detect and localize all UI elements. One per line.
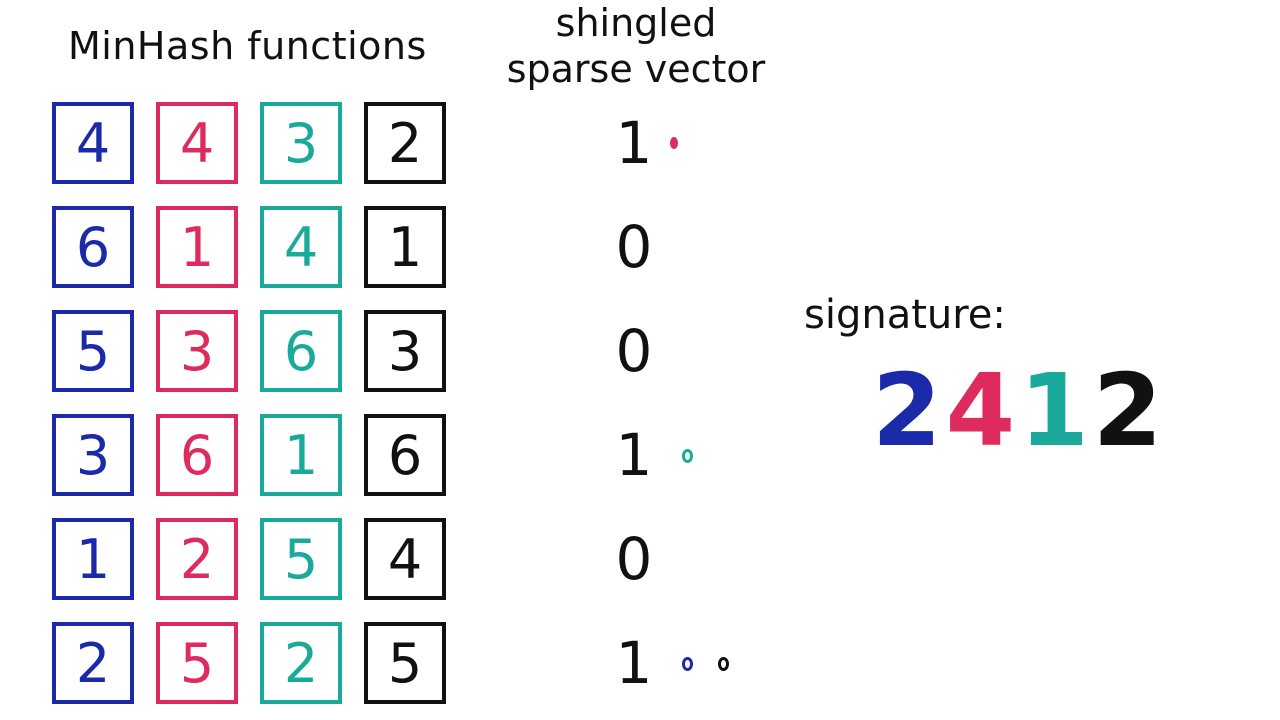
signature: 2 4 1 2 [872, 352, 1166, 469]
hash-cell-red: 2 [156, 518, 238, 600]
hash-cell-teal: 5 [260, 518, 342, 600]
signature-digit-2: 4 [945, 352, 1020, 469]
hash-cell-teal: 6 [260, 310, 342, 392]
hash-cell-red: 3 [156, 310, 238, 392]
hash-cell-red: 4 [156, 102, 238, 184]
hash-cell-teal: 3 [260, 102, 342, 184]
hash-cell-teal: 4 [260, 206, 342, 288]
minhash-functions-title: MinHash functions [68, 24, 427, 68]
hash-cell-black: 4 [364, 518, 446, 600]
hash-cell-teal: 1 [260, 414, 342, 496]
hash-cell-black: 1 [364, 206, 446, 288]
vector-entry: 1 [615, 421, 653, 489]
blue-marker-dot [682, 657, 693, 671]
signature-digit-4: 2 [1092, 352, 1167, 469]
red-marker-dot [670, 137, 678, 149]
hash-cell-blue: 3 [52, 414, 134, 496]
sparse-vector-title-line-1: shingled [555, 1, 717, 45]
vector-entry: 0 [615, 317, 653, 385]
signature-digit-1: 2 [872, 352, 946, 469]
vector-entry: 1 [615, 629, 653, 697]
signature-digit-3: 1 [1019, 352, 1093, 469]
hash-cell-black: 2 [364, 102, 446, 184]
hash-cell-blue: 4 [52, 102, 134, 184]
hash-cell-red: 6 [156, 414, 238, 496]
hash-cell-red: 5 [156, 622, 238, 704]
vector-entry: 0 [615, 525, 653, 593]
hash-cell-blue: 2 [52, 622, 134, 704]
hash-cell-blue: 6 [52, 206, 134, 288]
black-marker-dot [718, 657, 729, 671]
sparse-vector-title: shingled sparse vector [506, 0, 766, 92]
sparse-vector-title-line-2: sparse vector [506, 47, 766, 91]
hash-cell-black: 6 [364, 414, 446, 496]
hash-cell-red: 1 [156, 206, 238, 288]
hash-cell-teal: 2 [260, 622, 342, 704]
hash-cell-black: 5 [364, 622, 446, 704]
hash-cell-blue: 5 [52, 310, 134, 392]
teal-marker-dot [682, 449, 693, 463]
vector-entry: 1 [615, 109, 653, 177]
hash-cell-black: 3 [364, 310, 446, 392]
vector-entry: 0 [615, 213, 653, 281]
hash-cell-blue: 1 [52, 518, 134, 600]
signature-label: signature: [804, 292, 1006, 338]
